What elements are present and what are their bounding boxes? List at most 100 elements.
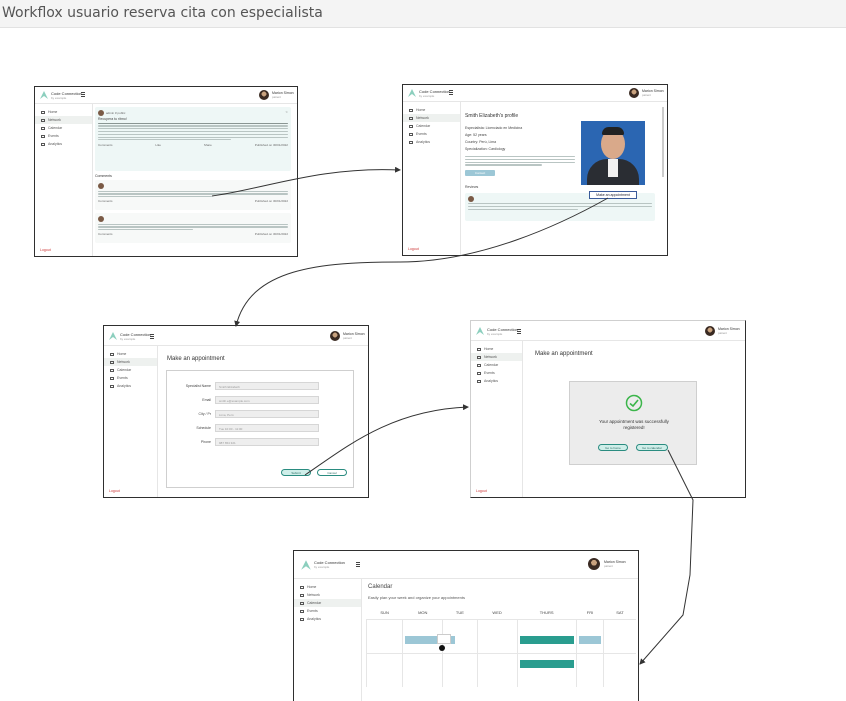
sidebar-item-calendar[interactable]: Calendar: [35, 124, 92, 132]
day-header: WED: [492, 610, 502, 616]
analytics-icon: [41, 142, 45, 146]
comments-title: Comments: [95, 174, 112, 178]
sidebar-item-calendar[interactable]: Calendar: [104, 366, 157, 374]
sidebar-item-analytics[interactable]: Analytics: [294, 615, 361, 623]
calendar-cell[interactable]: [365, 652, 403, 687]
calendar-cell[interactable]: [476, 652, 518, 687]
sidebar-item-home[interactable]: Home: [294, 583, 361, 591]
calendar-cell[interactable]: [442, 652, 478, 687]
comment-card: Comments Published on 30/01/2022: [95, 180, 291, 210]
sidebar-item-events[interactable]: Events: [104, 374, 157, 382]
calendar-cell[interactable]: [516, 652, 577, 687]
appointment-event[interactable]: [405, 635, 441, 644]
feed-content: admin # public☆ Recupera tu ritmo! Comme…: [95, 107, 291, 252]
sidebar-item-network[interactable]: Network: [294, 591, 361, 599]
sidebar-item-calendar[interactable]: Calendar: [403, 122, 460, 130]
sidebar-item-events[interactable]: Events: [35, 132, 92, 140]
logout-link[interactable]: Logout: [109, 489, 120, 493]
sidebar-item-home[interactable]: Home: [471, 345, 522, 353]
published-date: Published on 30/01/2022: [254, 198, 288, 203]
calendar-cell[interactable]: [575, 652, 604, 687]
calendar-cell[interactable]: [402, 652, 443, 687]
comments-action[interactable]: Comments: [98, 198, 113, 203]
schedule-select[interactable]: Tue 10:00 - 11:00: [215, 424, 319, 432]
make-appointment-button[interactable]: Make an appointment: [589, 191, 637, 199]
logout-link[interactable]: Logout: [40, 248, 51, 252]
calendar-cell[interactable]: [603, 652, 636, 687]
calendar-cell[interactable]: [575, 618, 604, 653]
sidebar-item-analytics[interactable]: Analytics: [471, 377, 522, 385]
appointment-event[interactable]: [578, 635, 602, 644]
calendar-cell[interactable]: [476, 618, 518, 653]
logout-link[interactable]: Logout: [408, 247, 419, 251]
sidebar-item-events[interactable]: Events: [471, 369, 522, 377]
day-header: SAT: [616, 610, 624, 616]
calendar-subtitle: Easily plan your week and organize your …: [368, 595, 465, 600]
calendar-icon: [477, 363, 481, 367]
share-action[interactable]: Share: [203, 143, 212, 148]
comments-action[interactable]: Comments: [98, 143, 113, 148]
sidebar-item-home[interactable]: Home: [403, 106, 460, 114]
home-icon: [41, 110, 45, 114]
logout-link[interactable]: Logout: [476, 489, 487, 493]
scrollbar[interactable]: [662, 107, 664, 177]
sidebar-item-network[interactable]: Network: [104, 358, 157, 366]
logo-icon: [40, 91, 48, 99]
sidebar-item-calendar[interactable]: Calendar: [471, 361, 522, 369]
phone-input[interactable]: 987 654 321: [215, 438, 319, 446]
sidebar-item-network[interactable]: Network: [471, 353, 522, 361]
calendar-cell[interactable]: [402, 618, 443, 653]
menu-icon[interactable]: [150, 334, 154, 339]
cancel-button[interactable]: Cancel: [317, 469, 347, 476]
calendar-cell[interactable]: [516, 618, 577, 653]
go-calendar-button[interactable]: Go to calendar: [636, 444, 668, 451]
go-home-button[interactable]: Go to home: [598, 444, 628, 451]
sidebar-item-home[interactable]: Home: [35, 108, 92, 116]
appointment-event[interactable]: [519, 635, 574, 644]
sidebar-item-events[interactable]: Events: [403, 130, 460, 138]
sidebar-item-calendar[interactable]: Calendar: [294, 599, 361, 607]
sidebar-item-analytics[interactable]: Analytics: [104, 382, 157, 390]
star-icon[interactable]: ☆: [285, 110, 288, 114]
post-title: Recupera tu ritmo!: [98, 117, 127, 121]
like-action[interactable]: Like: [155, 143, 161, 148]
contact-button[interactable]: Contact: [465, 169, 495, 176]
menu-icon[interactable]: [517, 329, 521, 334]
specialist-input[interactable]: Smith Elizabeth: [215, 382, 319, 390]
network-icon: [110, 360, 114, 364]
email-input[interactable]: smith.e@example.com: [215, 396, 319, 404]
calendar-cell[interactable]: [603, 618, 636, 653]
event-tooltip: [437, 634, 451, 644]
comments-action[interactable]: Comments: [98, 231, 113, 236]
menu-icon[interactable]: [449, 90, 453, 95]
sidebar-item-network[interactable]: Network: [403, 114, 460, 122]
sidebar-item-events[interactable]: Events: [294, 607, 361, 615]
logo-icon: [301, 560, 311, 570]
sidebar-item-analytics[interactable]: Analytics: [35, 140, 92, 148]
avatar[interactable]: [629, 88, 639, 98]
appointment-event[interactable]: [519, 659, 574, 668]
analytics-icon: [477, 379, 481, 383]
analytics-icon: [409, 140, 413, 144]
avatar[interactable]: [705, 326, 715, 336]
menu-icon[interactable]: [356, 562, 360, 567]
avatar[interactable]: [259, 90, 269, 100]
menu-icon[interactable]: [81, 92, 85, 97]
city-input[interactable]: Lima, Perú: [215, 410, 319, 418]
avatar[interactable]: [330, 331, 340, 341]
sidebar-item-analytics[interactable]: Analytics: [403, 138, 460, 146]
sidebar-item-home[interactable]: Home: [104, 350, 157, 358]
submit-button[interactable]: Submit: [281, 469, 311, 476]
calendar-cell[interactable]: [365, 618, 403, 653]
sidebar-item-network[interactable]: Network: [35, 116, 92, 124]
avatar[interactable]: [588, 558, 600, 570]
